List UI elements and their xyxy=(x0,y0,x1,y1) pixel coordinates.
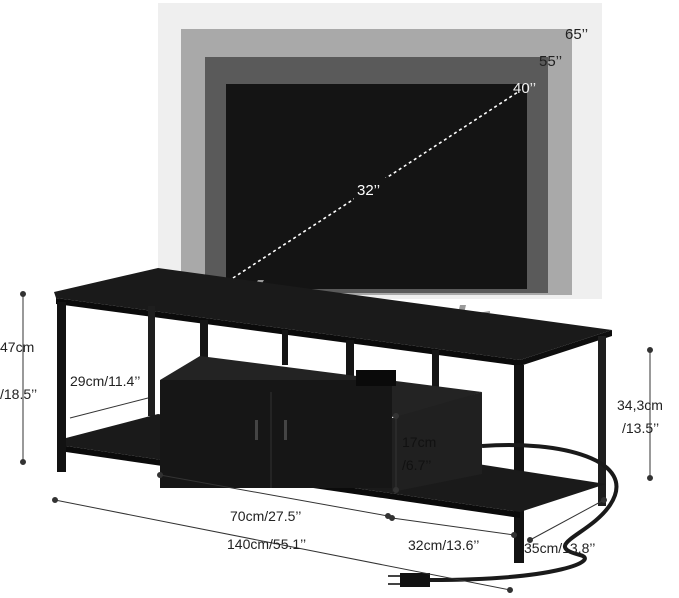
label-shelf-height-in: /13.5’’ xyxy=(622,420,659,436)
power-outlet xyxy=(356,370,396,386)
label-cabinet-width: 70cm/27.5’’ xyxy=(230,508,301,524)
dimension-lines xyxy=(20,291,653,593)
power-cable xyxy=(429,442,619,582)
tv-size-comparison xyxy=(158,3,602,299)
label-total-width: 140cm/55.1’’ xyxy=(227,536,306,552)
label-cabinet-height: 17cm xyxy=(402,434,436,450)
leg-front-right xyxy=(514,365,524,563)
tv-label-65: 65’’ xyxy=(565,26,588,43)
label-total-height-in: /18.5’’ xyxy=(0,386,37,402)
leg-front-left xyxy=(57,302,66,472)
power-plug xyxy=(400,573,430,587)
tv-stand-furniture xyxy=(54,268,619,587)
door-handle-left xyxy=(255,420,258,440)
door-handle-right xyxy=(284,420,287,440)
label-shelf-height: 34,3cm xyxy=(617,397,663,413)
label-cabinet-height-in: /6.7’’ xyxy=(402,457,431,473)
tv-label-32: 32’’ xyxy=(357,182,380,199)
cabinet-front xyxy=(160,380,392,488)
leg-back-right xyxy=(598,336,606,506)
tv-label-40: 40’’ xyxy=(513,80,536,97)
tv-label-55: 55’’ xyxy=(539,53,562,70)
label-total-depth: 35cm/13.8’’ xyxy=(524,540,595,556)
tabletop xyxy=(54,268,612,360)
label-shelf-depth-inner: 29cm/11.4’’ xyxy=(70,373,140,389)
label-open-width: 32cm/13.6’’ xyxy=(408,537,479,553)
leg-back-left xyxy=(148,306,155,416)
label-total-height: 47cm xyxy=(0,339,34,355)
